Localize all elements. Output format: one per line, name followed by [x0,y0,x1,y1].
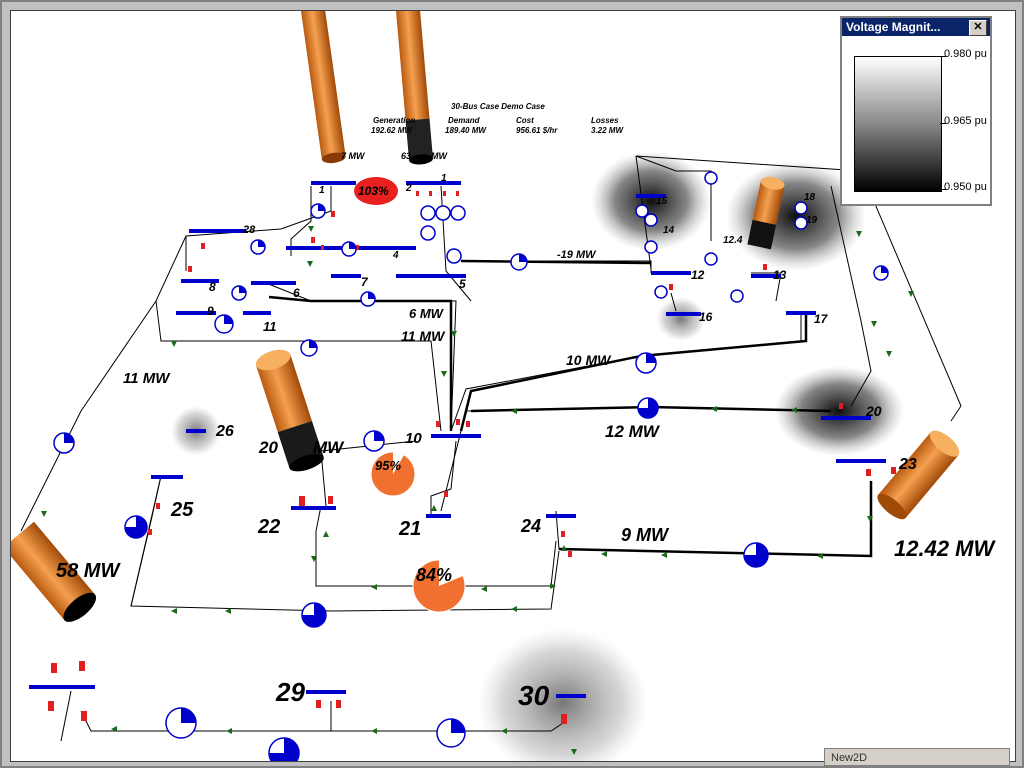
bus-label: 11 [263,319,277,334]
gen-label: 20 [258,438,278,457]
gen-label: MW [431,151,448,161]
breakers[interactable] [48,191,896,724]
bus-label: 28 [242,224,256,236]
bus-label: 7 [361,275,369,289]
case-title: 30-Bus Case Demo Case [451,102,545,111]
legend-title: Voltage Magnit... [846,20,940,34]
flow-label: -19 MW [557,249,597,261]
bus-label: 20 [865,403,882,419]
tick-label-min: 0.950 pu [944,181,987,193]
header-generation: Generation [373,116,415,125]
gen-label: MW [313,438,345,457]
view-tab-label: New2D [831,752,867,764]
bus-label: 21 [398,518,421,540]
gen-label: 12.42 MW [894,536,996,561]
bus-label: 1 [319,185,325,196]
flow-pie-fills [64,204,888,761]
loading-label: 84% [416,565,452,585]
header-demand: Demand [448,116,481,125]
bus-label: 2 [405,183,412,194]
flow-label: 12 MW [605,422,661,441]
bus-label: 13 [773,268,787,282]
value-generation: 192.62 MW [371,126,413,135]
bus-label: 29 [275,677,305,707]
close-icon: ✕ [973,21,982,33]
header-cost: Cost [516,116,534,125]
gen-label: 58 MW [56,560,121,582]
flow-label: 6 MW [409,306,445,321]
voltage-legend-window[interactable]: Voltage Magnit... ✕ 0.980 pu 0.965 pu 0.… [840,16,992,206]
value-cost: 956.61 $/hr [516,126,558,135]
header-losses: Losses [591,116,619,125]
gen-label: 63 [401,151,411,161]
bus-label: 6 [293,286,300,300]
bus-label: 26 [215,423,234,440]
tick-label-mid: 0.965 pu [944,115,987,127]
bus-label: 24 [520,516,541,536]
bus-label: 10 [405,430,422,447]
bus-label: 9 [207,304,214,318]
tick-label-max: 0.980 pu [944,48,987,60]
flow-arrows [31,226,914,755]
bus-label: 12 [691,268,705,282]
flow-label: 11 MW [401,328,446,344]
flow-labels: -19 MW 6 MW 11 MW 11 MW 10 MW 12 MW 9 MW [123,249,670,545]
bus-label: 16 [699,310,713,324]
line-loading-pies[interactable] [354,177,465,612]
flow-label: 9 MW [621,525,670,545]
bus-label: 18 [804,192,816,203]
bus-label: 23 [898,456,917,473]
flow-label: 10 MW [566,352,612,368]
bus-label: 15 [656,196,668,207]
loading-label: 95% [375,458,401,473]
bus-label: 8 [209,280,216,294]
bus-label: 17 [814,312,829,326]
view-tab[interactable]: New2D [824,748,1010,766]
value-demand: 189.40 MW [445,126,487,135]
voltage-contour-15 [591,151,711,251]
loading-label: 103% [358,184,389,198]
close-button[interactable]: ✕ [969,20,987,36]
bus-label: 19 [806,215,818,226]
bus-label: 1 [441,173,447,184]
gen-label: 12.4 [723,235,743,246]
legend-title-bar[interactable]: Voltage Magnit... [842,18,990,36]
bus-label: 5 [459,277,466,291]
bus-label: 22 [257,516,280,538]
gen-cylinder-1 [301,11,346,164]
voltage-gradient [854,56,942,192]
bus-label: 4 [392,250,399,261]
gen-label: 7 MW [341,151,366,161]
bus-label: 14 [663,225,675,236]
bus-label: 30 [518,680,550,711]
bus-label: 25 [170,499,194,521]
gen-cylinder-2 [396,11,433,165]
value-losses: 3.22 MW [591,126,624,135]
flow-label: 11 MW [123,370,171,387]
